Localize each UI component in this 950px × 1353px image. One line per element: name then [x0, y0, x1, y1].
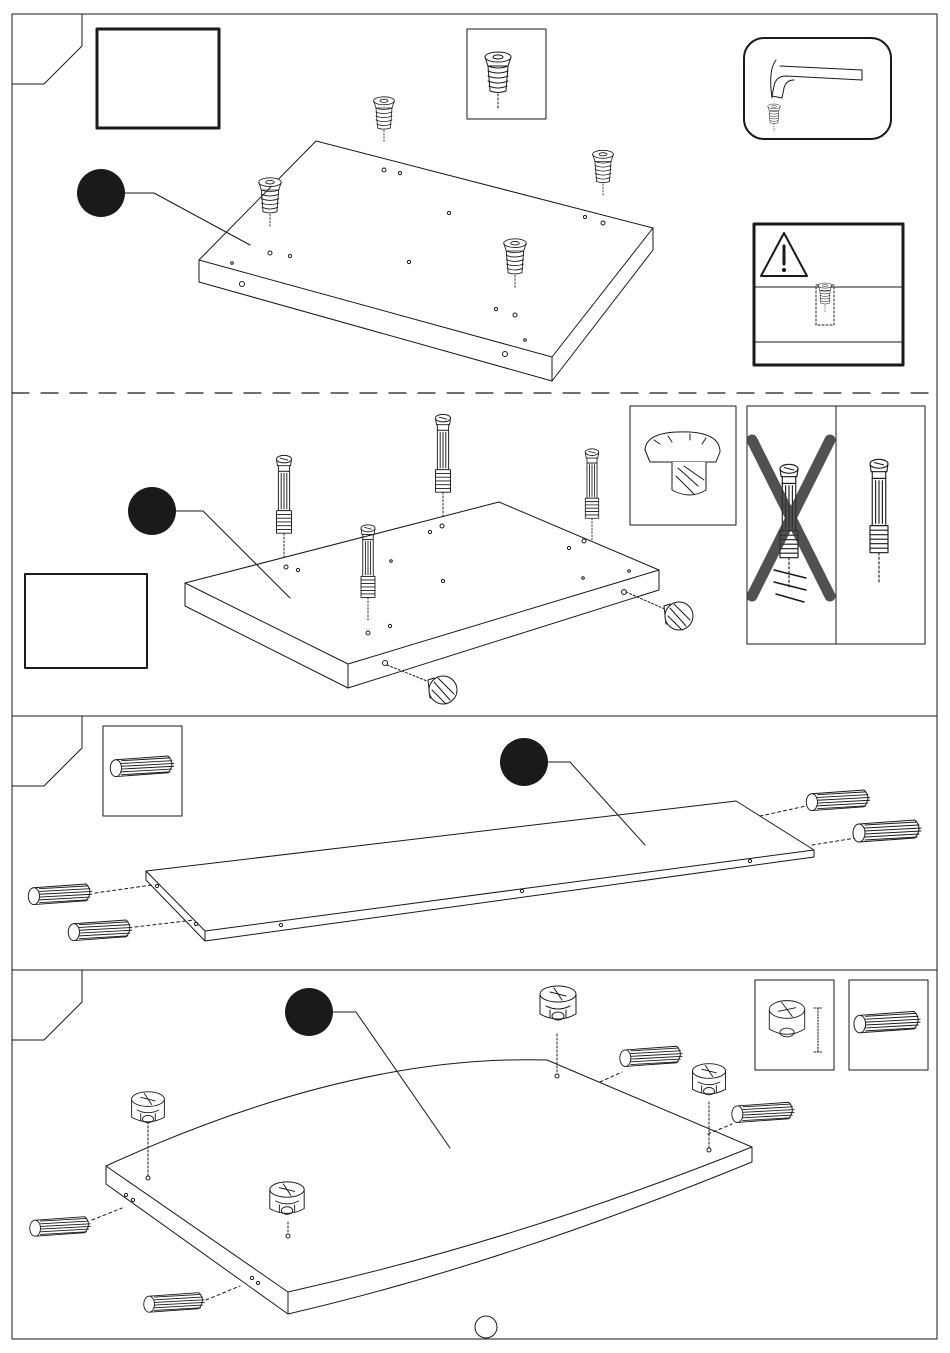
cam-bolt: [436, 414, 451, 516]
step-1-panel: [12, 14, 903, 381]
dowel-detail-icon: [854, 1011, 920, 1032]
wooden-dowel: [30, 1217, 90, 1237]
cam-insert-nut-icon: [768, 104, 781, 132]
wooden-dowel: [68, 920, 131, 941]
part-detail-box: [467, 29, 546, 119]
quantity-box: [25, 574, 147, 668]
step-number-corner: [12, 716, 82, 786]
step-4-panel: [12, 970, 928, 1314]
part-label-badge: [285, 988, 333, 1036]
hex-key-icon: [771, 60, 862, 98]
shelf-board: [146, 801, 814, 941]
cam-lock: [270, 1182, 304, 1214]
warning-triangle-icon: [761, 233, 807, 276]
step-number-corner: [12, 14, 82, 84]
panel-board: [185, 502, 659, 688]
dowel-detail-icon: [110, 756, 173, 777]
panel-board: [199, 141, 653, 381]
wooden-dowel: [732, 1102, 794, 1122]
part-label-badge: [77, 169, 125, 217]
flush-insert-icon: [816, 283, 834, 325]
page-number-circle: [475, 1316, 497, 1338]
warning-box: [754, 224, 903, 365]
correct-bolt-icon: [870, 459, 888, 582]
step-3-panel: [12, 716, 921, 941]
cam-lock: [540, 986, 576, 1020]
step-number-corner: [12, 970, 82, 1040]
cam-lock-detail-icon: [769, 1001, 804, 1037]
wooden-dowel: [853, 820, 921, 842]
cam-insert-nut: [374, 97, 395, 143]
cam-lock-head-icon: [645, 432, 720, 495]
wooden-dowel: [28, 884, 91, 905]
curved-shelf-board: [106, 1060, 752, 1314]
cam-insert-nut-detail: [485, 52, 511, 110]
quantity-box: [97, 29, 219, 128]
wooden-dowel: [144, 1293, 204, 1313]
cross-out-icon: [752, 440, 830, 596]
wooden-dowel: [806, 790, 869, 811]
cam-bolt: [585, 449, 598, 540]
cam-bolt: [277, 455, 292, 557]
tool-box: [744, 38, 891, 139]
part-label-badge: [128, 487, 176, 535]
cam-lock: [693, 1064, 726, 1095]
cam-lock: [132, 1092, 165, 1123]
cam-insert-nut: [593, 150, 614, 196]
step-2-panel: [25, 406, 925, 704]
part-label-badge: [500, 738, 548, 786]
wooden-dowel: [620, 1046, 682, 1066]
